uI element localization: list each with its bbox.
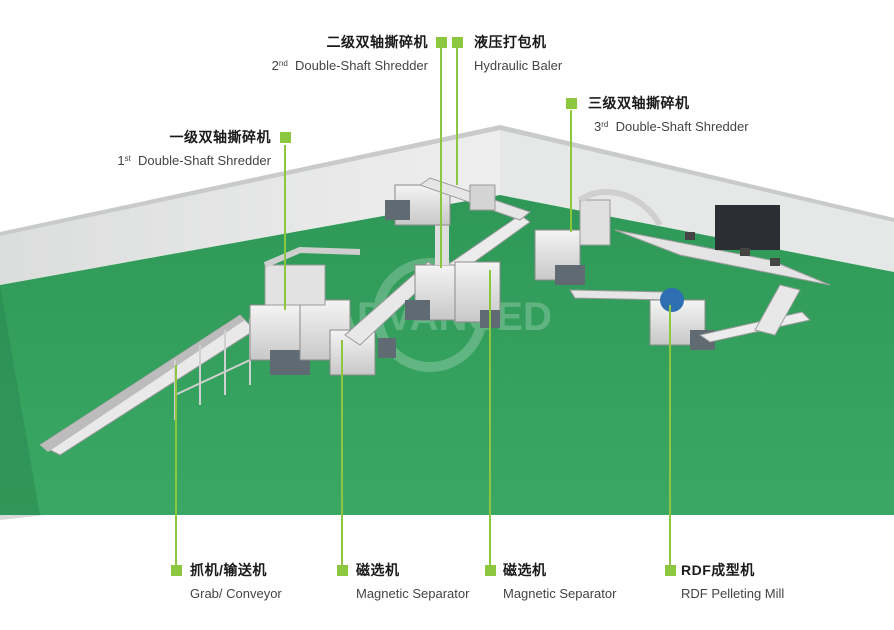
control-platform: [614, 205, 831, 336]
rdf-mill-cn: RDF成型机: [681, 562, 755, 578]
magnetic-separator-2: [454, 261, 501, 328]
label-grab-conveyor: 抓机/输送机 Grab/ Conveyor: [190, 561, 282, 603]
label-marker: [665, 565, 676, 576]
magnetic-separator-1-en: Magnetic Separator: [356, 586, 470, 601]
label-marker: [171, 565, 182, 576]
ordinal-suffix: st: [124, 154, 131, 163]
primary-shredder-cn: 一级双轴撕碎机: [169, 129, 271, 145]
ordinal-suffix: rd: [601, 120, 609, 129]
magnetic-separator-2-cn: 磁选机: [503, 562, 547, 578]
label-marker: [337, 565, 348, 576]
label-secondary-shredder: 二级双轴撕碎机 2nd Double-Shaft Shredder: [238, 33, 428, 75]
name-en: Double-Shaft Shredder: [138, 153, 271, 168]
grab-conveyor-en: Grab/ Conveyor: [190, 586, 282, 601]
label-marker: [452, 37, 463, 48]
leader-lines: [175, 48, 671, 570]
label-marker: [436, 37, 447, 48]
secondary-shredder-en: 2nd Double-Shaft Shredder: [238, 57, 428, 75]
grab-conveyor-cn: 抓机/输送机: [190, 562, 267, 578]
label-marker: [566, 98, 577, 109]
label-marker: [280, 132, 291, 143]
hydraulic-baler-en: Hydraulic Baler: [474, 58, 563, 73]
primary-shredder-en: 1st Double-Shaft Shredder: [80, 152, 271, 170]
name-en: Double-Shaft Shredder: [615, 119, 749, 134]
label-marker: [485, 565, 496, 576]
name-en: Double-Shaft Shredder: [295, 58, 428, 73]
tertiary-shredder-en: 3rd Double-Shaft Shredder: [594, 118, 749, 136]
magnetic-separator-2-en: Magnetic Separator: [503, 586, 617, 601]
secondary-shredder: [405, 215, 461, 321]
tertiary-shredder: [534, 189, 663, 285]
ordinal: 1: [117, 153, 125, 168]
hydraulic-baler-cn: 液压打包机: [474, 34, 547, 50]
magnetic-separator-1-cn: 磁选机: [356, 562, 400, 578]
ordinal: 2: [271, 58, 279, 73]
label-tertiary-shredder: 三级双轴撕碎机 3rd Double-Shaft Shredder: [588, 94, 749, 136]
secondary-shredder-cn: 二级双轴撕碎机: [326, 34, 428, 50]
rdf-conveyor: [569, 289, 671, 301]
tertiary-shredder-cn: 三级双轴撕碎机: [588, 95, 690, 111]
label-hydraulic-baler: 液压打包机 Hydraulic Baler: [474, 33, 562, 75]
label-magnetic-separator-2: 磁选机 Magnetic Separator: [503, 561, 616, 603]
label-magnetic-separator-1: 磁选机 Magnetic Separator: [356, 561, 469, 603]
ordinal-suffix: nd: [278, 59, 288, 68]
label-primary-shredder: 一级双轴撕碎机 1st Double-Shaft Shredder: [80, 128, 271, 170]
rdf-mill-en: RDF Pelleting Mill: [681, 586, 785, 601]
primary-shredder: [249, 246, 361, 375]
label-rdf-mill: RDF成型机 RDF Pelleting Mill: [681, 561, 784, 603]
ordinal: 3: [594, 119, 602, 134]
